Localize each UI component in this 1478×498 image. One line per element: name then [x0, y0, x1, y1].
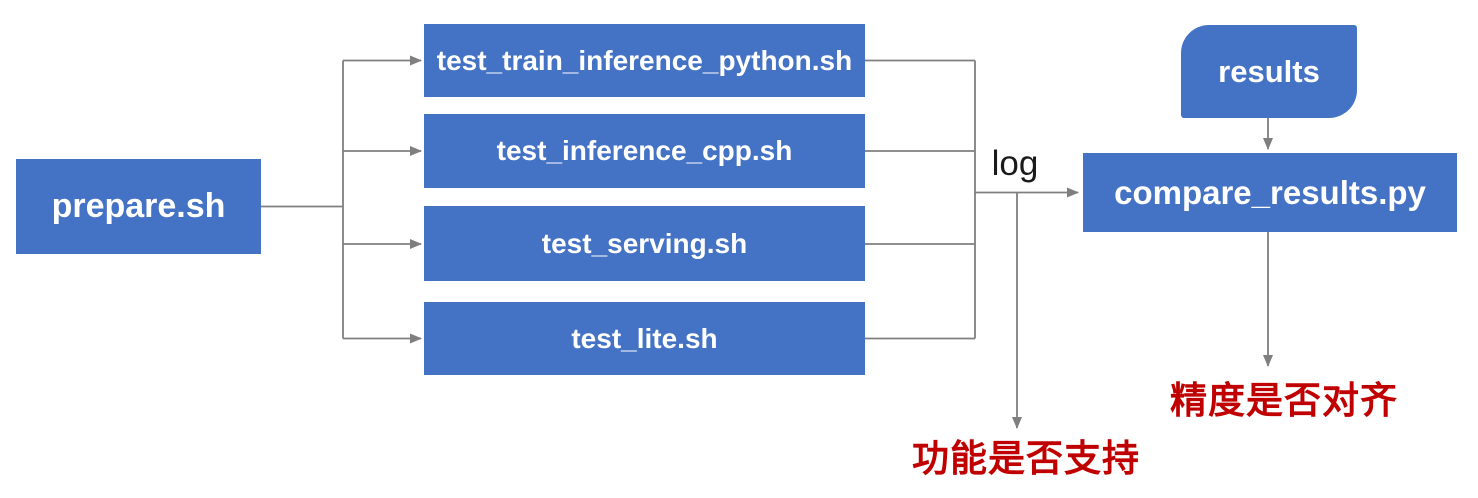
- node-compare-results-py: compare_results.py: [1083, 153, 1457, 232]
- node-test-inference-cpp-label: test_inference_cpp.sh: [496, 135, 793, 166]
- annotation-function-support: 功能是否支持: [912, 438, 1140, 479]
- node-test-serving-label: test_serving.sh: [541, 227, 748, 259]
- node-test-lite: test_lite.sh: [424, 302, 865, 375]
- node-prepare-sh: prepare.sh: [16, 159, 261, 254]
- node-results-label: results: [1218, 53, 1320, 89]
- node-results: results: [1181, 25, 1357, 118]
- node-test-inference-cpp: test_inference_cpp.sh: [424, 114, 865, 188]
- annotation-precision-aligned: 精度是否对齐: [1170, 380, 1398, 421]
- node-test-train-inference-python-label: test_train_inference_python.sh: [436, 44, 853, 76]
- node-prepare-sh-label: prepare.sh: [51, 187, 226, 225]
- node-compare-results-py-label: compare_results.py: [1114, 173, 1426, 211]
- node-test-train-inference-python: test_train_inference_python.sh: [424, 24, 865, 97]
- node-test-serving: test_serving.sh: [424, 206, 865, 281]
- node-test-lite-label: test_lite.sh: [571, 322, 718, 354]
- edge-label-log: log: [991, 144, 1039, 183]
